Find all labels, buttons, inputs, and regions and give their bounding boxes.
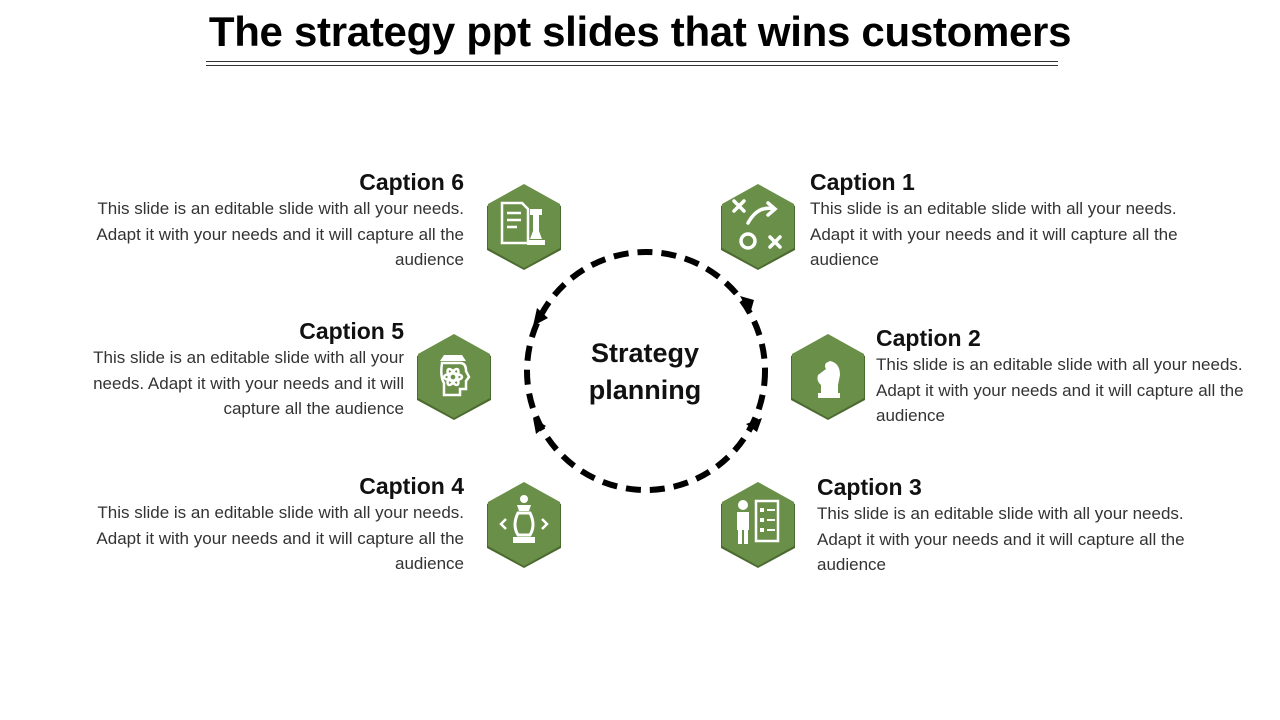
caption-3: Caption 3 This slide is an editable slid… — [817, 473, 1237, 578]
caption-4-text: This slide is an editable slide with all… — [96, 503, 464, 573]
center-label: Strategy planning — [565, 335, 725, 409]
caption-1: Caption 1 This slide is an editable slid… — [810, 168, 1230, 273]
person-checklist-icon — [737, 499, 780, 544]
title-underline-second — [206, 65, 1058, 66]
caption-1-title: Caption 1 — [810, 169, 915, 195]
center-label-line2: planning — [588, 375, 702, 405]
strategy-play-icon — [732, 199, 782, 250]
hexagon-caption-3 — [718, 481, 798, 569]
head-atom-icon — [440, 355, 471, 397]
arrowhead-bottom-left — [533, 418, 546, 434]
caption-6-text: This slide is an editable slide with all… — [96, 199, 464, 269]
caption-1-text: This slide is an editable slide with all… — [810, 199, 1178, 269]
caption-5-title: Caption 5 — [299, 318, 404, 344]
caption-2: Caption 2 This slide is an editable slid… — [876, 324, 1280, 429]
caption-2-text: This slide is an editable slide with all… — [876, 355, 1244, 425]
center-label-line1: Strategy — [590, 338, 700, 368]
caption-4: Caption 4 This slide is an editable slid… — [44, 472, 464, 577]
caption-5-text: This slide is an editable slide with all… — [93, 348, 404, 418]
caption-4-title: Caption 4 — [359, 473, 464, 499]
caption-6-title: Caption 6 — [359, 169, 464, 195]
chess-pawn-arrows-icon — [499, 495, 549, 543]
caption-2-title: Caption 2 — [876, 325, 981, 351]
caption-3-text: This slide is an editable slide with all… — [817, 504, 1185, 574]
caption-6: Caption 6 This slide is an editable slid… — [44, 168, 464, 273]
caption-3-title: Caption 3 — [817, 474, 922, 500]
arrowhead-top-left — [533, 308, 548, 326]
document-chess-icon — [500, 201, 545, 245]
hexagon-caption-5 — [414, 333, 494, 421]
arrowhead-bottom-right — [746, 418, 762, 432]
hexagon-caption-4 — [484, 481, 564, 569]
arrowhead-top-right — [740, 296, 754, 314]
hexagon-caption-6 — [484, 183, 564, 271]
chess-knight-icon — [817, 361, 840, 398]
slide-title: The strategy ppt slides that wins custom… — [208, 8, 1072, 55]
caption-5: Caption 5 This slide is an editable slid… — [0, 317, 404, 422]
dashed-cycle-circle — [524, 249, 768, 493]
hexagon-caption-2 — [788, 333, 868, 421]
title-underline — [206, 61, 1058, 62]
hexagon-caption-1 — [718, 183, 798, 271]
